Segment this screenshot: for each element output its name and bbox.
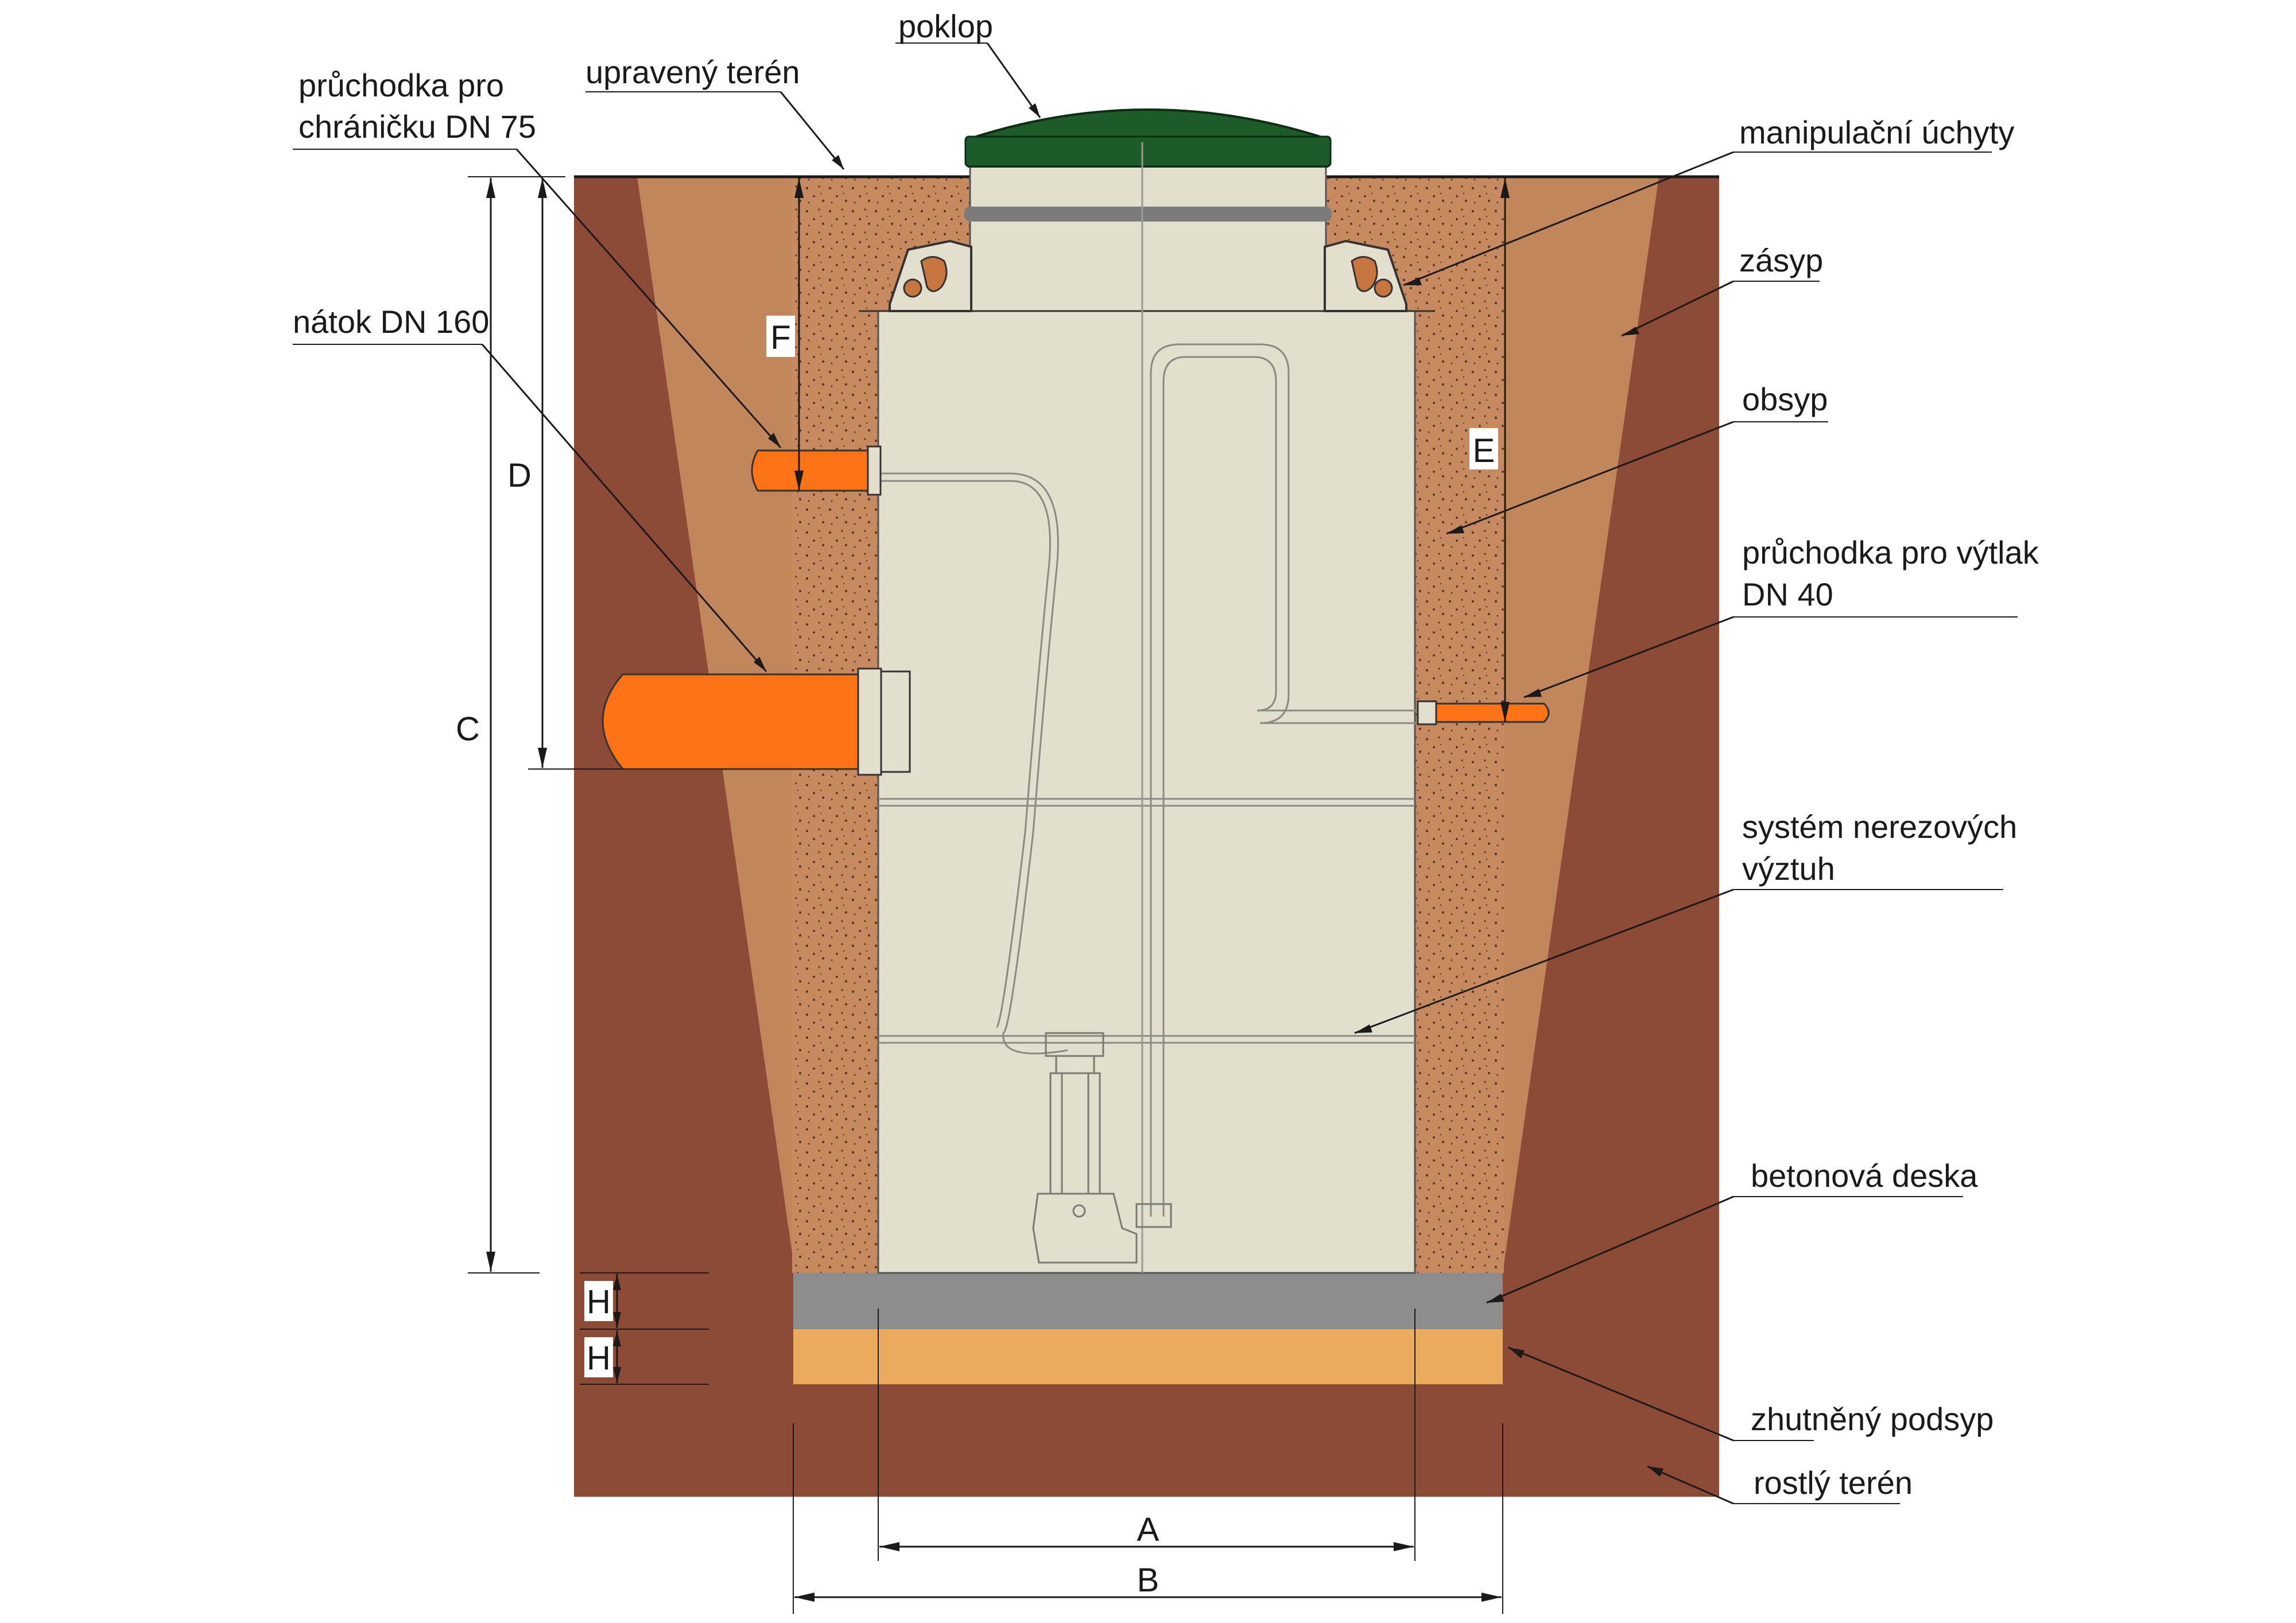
dim-d-label: D — [507, 457, 532, 494]
discharge-dn40 — [1417, 700, 1550, 725]
label-poklop: poklop — [898, 8, 993, 44]
dim-box-f — [766, 316, 795, 357]
label-pruchodka-vytlak-line2: DN 40 — [1742, 576, 1833, 612]
dim-f-label: F — [770, 319, 790, 356]
label-upraveny-teren: upravený terén — [585, 54, 800, 90]
label-pruchodka-chranicka-line1: průchodka pro — [298, 67, 504, 103]
dim-box-h1 — [584, 1281, 613, 1321]
pump-cable — [878, 472, 1068, 1055]
label-obsyp: obsyp — [1742, 381, 1828, 417]
label-betonova-deska: betonová deska — [1751, 1158, 1978, 1194]
label-pruchodka-vytlak-line1: průchodka pro výtlak — [1742, 534, 2039, 570]
handling-lug-right — [1324, 239, 1407, 312]
dim-b-label: B — [1137, 1562, 1159, 1599]
label-natok: nátok DN 160 — [293, 304, 489, 340]
label-rostly-teren: rostlý terén — [1754, 1465, 1913, 1501]
dim-box-h2 — [584, 1337, 613, 1377]
dim-a-label: A — [1137, 1511, 1159, 1548]
inlet-dn160 — [602, 667, 911, 776]
discharge-riser-inner — [1162, 356, 1418, 1217]
tank-neck — [969, 155, 1327, 313]
dim-h2-label: H — [587, 1339, 611, 1377]
tank-body — [877, 310, 1416, 1274]
compacted-bedding — [793, 1329, 1503, 1384]
callout-leaders — [293, 42, 2018, 1505]
dim-box-e — [1469, 428, 1498, 469]
dim-h1-label: H — [587, 1283, 611, 1321]
tank-neck-ring — [964, 207, 1332, 222]
label-zhutneny-podsyp: zhutněný podsyp — [1751, 1401, 1994, 1437]
pump-cable-b — [878, 480, 1051, 1028]
concrete-slab — [793, 1273, 1503, 1329]
label-zasyp: zásyp — [1739, 242, 1823, 278]
dimension-lines — [468, 176, 1510, 1614]
label-system-vyztuh-line1: systém nerezových — [1742, 809, 2017, 845]
label-manipulacni-uchyty: manipulační úchyty — [1739, 114, 2014, 150]
lid-rim — [964, 135, 1332, 168]
dim-e-label: E — [1473, 432, 1495, 469]
label-system-vyztuh-line2: výztuh — [1742, 851, 1835, 887]
pump — [1032, 1032, 1172, 1264]
discharge-riser — [1150, 343, 1418, 1217]
label-pruchodka-chranicka-line2: chráničku DN 75 — [298, 108, 536, 145]
cable-duct-dn75 — [751, 445, 882, 496]
dim-c-label: C — [456, 710, 480, 748]
